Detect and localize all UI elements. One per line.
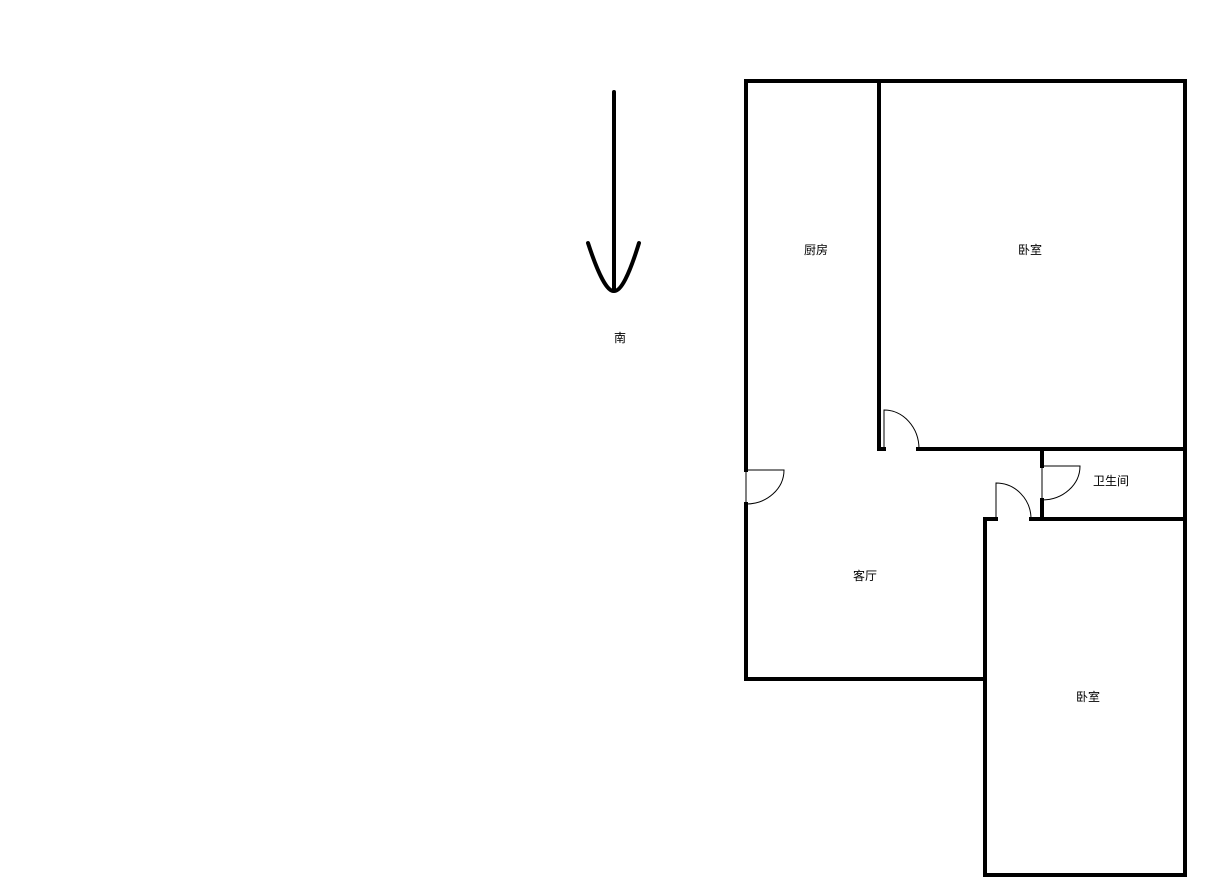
walls: [744, 79, 1187, 877]
bedroom-bottom-door-icon: [995, 482, 1032, 520]
room-label-bedroom-bottom: 卧室: [1076, 689, 1100, 704]
direction-label: 南: [614, 330, 626, 345]
bathroom-door-icon: [1041, 465, 1081, 501]
doors: [745, 409, 1081, 520]
room-label-bathroom: 卫生间: [1093, 474, 1129, 488]
direction-arrow-icon: [586, 90, 641, 293]
room-label-kitchen: 厨房: [804, 242, 828, 257]
bedroom-top-door-icon: [883, 409, 920, 450]
room-label-bedroom-top: 卧室: [1018, 242, 1042, 257]
entrance-door-icon: [745, 469, 785, 505]
room-label-living-room: 客厅: [853, 568, 877, 583]
